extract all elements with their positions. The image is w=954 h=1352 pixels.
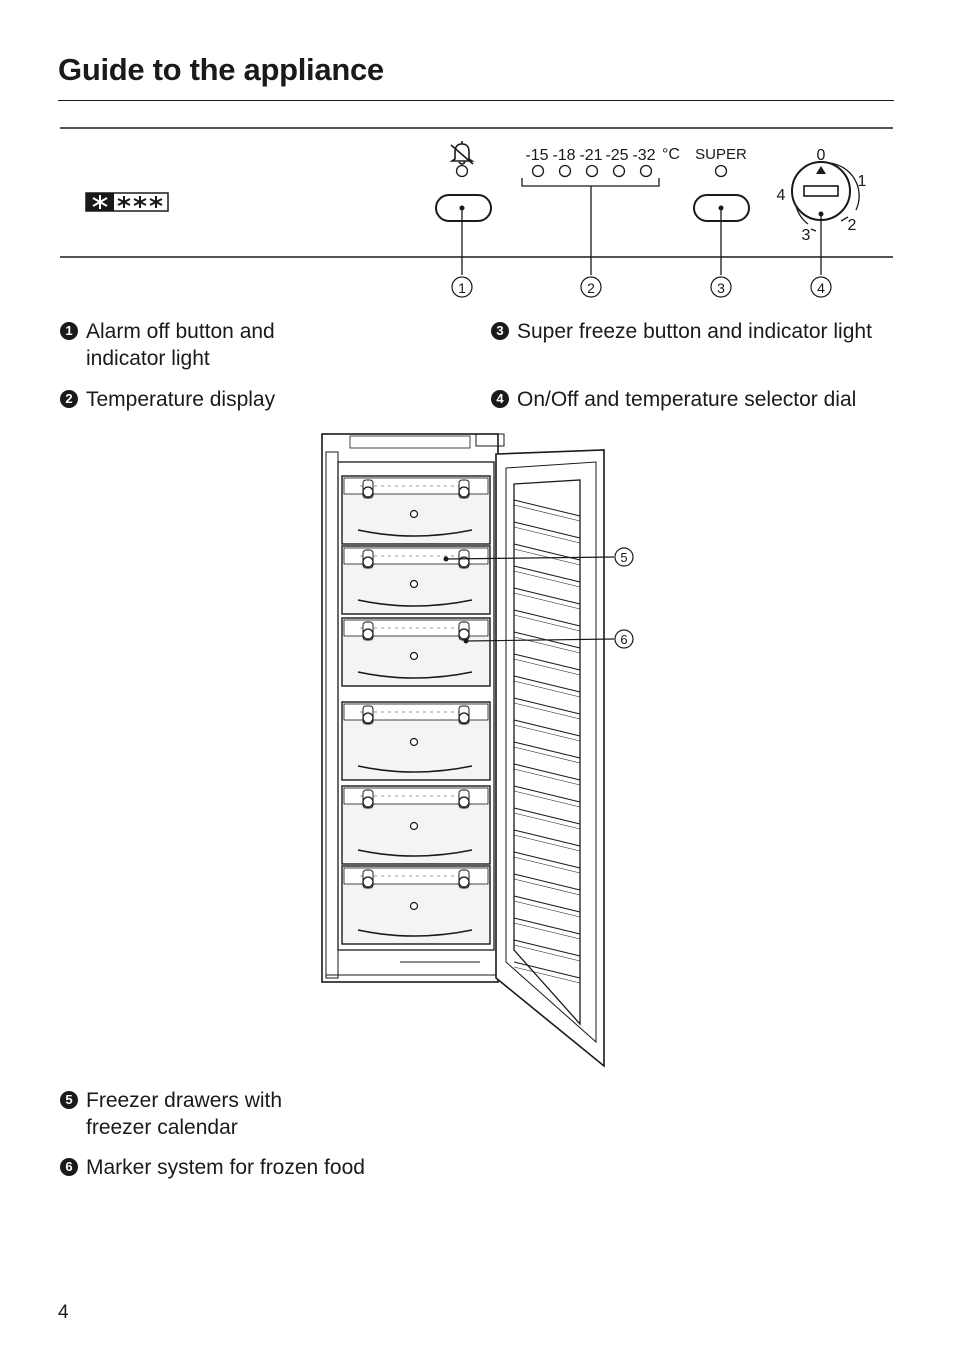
legend-item-5: 5 Freezer drawers with freezer calendar xyxy=(60,1087,330,1141)
temp-label-0: -15 xyxy=(525,147,548,164)
legend-number-4: 4 xyxy=(491,390,509,408)
freezer-drawer[interactable] xyxy=(341,617,491,687)
alarm-indicator-light xyxy=(455,164,469,178)
page-number: 4 xyxy=(58,1302,69,1323)
dial-number-0: 0 xyxy=(817,147,826,164)
temperature-selector-dial[interactable] xyxy=(791,161,860,275)
legend-item-4: 4 On/Off and temperature selector dial xyxy=(491,386,901,413)
callout-1: 1 xyxy=(458,280,466,296)
callout-3: 3 xyxy=(717,280,725,296)
legend-number-6: 6 xyxy=(60,1158,78,1176)
legend-text-6: Marker system for frozen food xyxy=(86,1156,365,1179)
legend-item-1: 1 Alarm off button and indicator light xyxy=(60,318,330,372)
legend-number-1: 1 xyxy=(60,322,78,340)
dial-number-1: 1 xyxy=(858,173,867,190)
dial-number-4: 4 xyxy=(777,187,786,204)
legend-text-2: Temperature display xyxy=(86,388,276,411)
freezer-drawer[interactable] xyxy=(341,865,491,945)
legend-item-3: 3 Super freeze button and indicator ligh… xyxy=(491,318,891,345)
freezer-drawer[interactable] xyxy=(341,701,491,781)
bell-crossed-icon xyxy=(449,141,475,165)
temp-label-1: -18 xyxy=(552,147,575,164)
dial-number-3: 3 xyxy=(802,227,811,244)
freezer-drawer[interactable] xyxy=(341,785,491,865)
control-panel-diagram: -15 -18 -21 -25 -32 °C SUPER 0 1 2 3 4 xyxy=(60,127,893,298)
legend-item-2: 2 Temperature display xyxy=(60,386,360,413)
callout-6: 6 xyxy=(620,632,627,647)
temp-label-4: -32 xyxy=(632,147,655,164)
freezer-drawer[interactable] xyxy=(341,545,491,615)
callout-2: 2 xyxy=(587,280,595,296)
legend-item-6: 6 Marker system for frozen food xyxy=(60,1154,440,1181)
freezer-drawer[interactable] xyxy=(341,475,491,545)
temp-label-3: -25 xyxy=(605,147,628,164)
callout-4: 4 xyxy=(817,280,825,296)
legend-number-2: 2 xyxy=(60,390,78,408)
legend-text-3: Super freeze button and indicator light xyxy=(517,320,872,343)
legend-text-4: On/Off and temperature selector dial xyxy=(517,388,857,411)
temp-unit: °C xyxy=(662,146,680,163)
page-title: Guide to the appliance xyxy=(58,52,384,87)
super-indicator-light xyxy=(714,164,728,178)
legend-text-1: Alarm off button and indicator light xyxy=(86,320,275,370)
legend-text-5: Freezer drawers with freezer calendar xyxy=(86,1089,283,1139)
temperature-display: -15 -18 -21 -25 -32 °C xyxy=(521,146,680,275)
legend-number-3: 3 xyxy=(491,322,509,340)
callout-5: 5 xyxy=(620,550,627,565)
four-star-freezer-icon xyxy=(85,192,169,212)
title-divider xyxy=(58,100,894,101)
legend-number-5: 5 xyxy=(60,1091,78,1109)
open-door xyxy=(495,449,605,1068)
dial-number-2: 2 xyxy=(848,217,857,234)
temp-label-2: -21 xyxy=(579,147,602,164)
super-label: SUPER xyxy=(695,146,747,163)
